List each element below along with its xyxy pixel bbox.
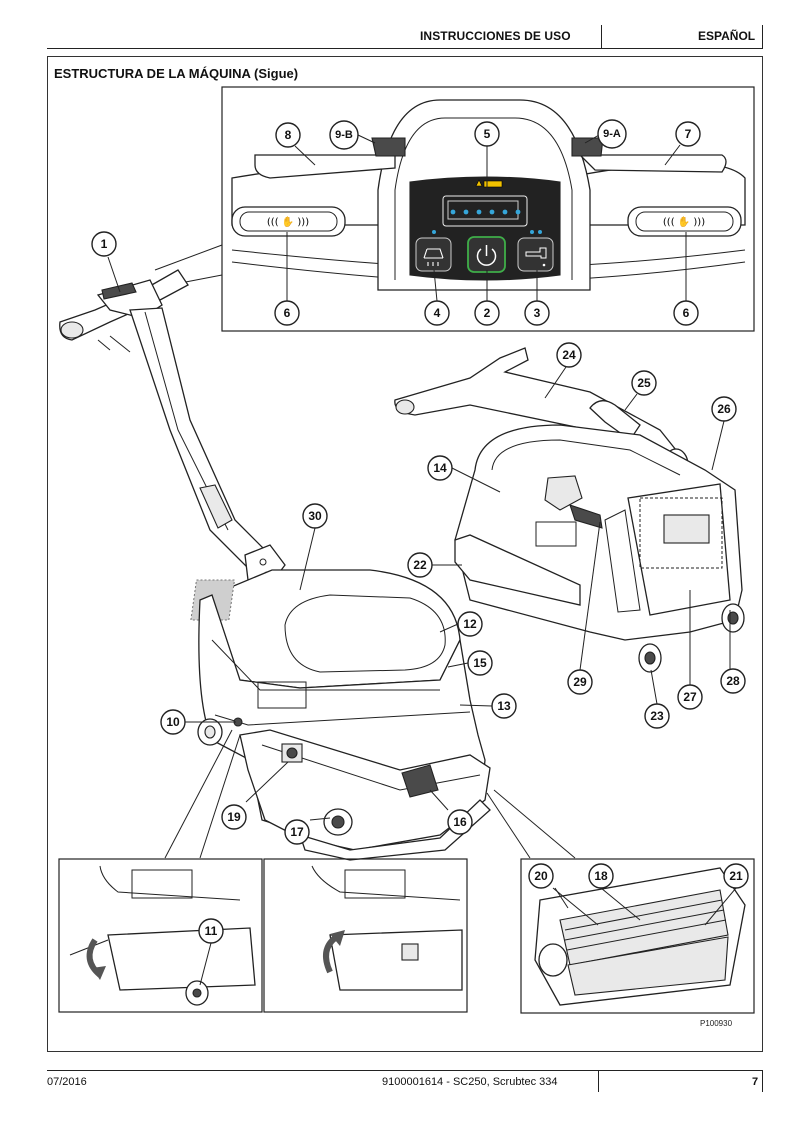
callout-26: 26 — [711, 396, 737, 422]
callout-17: 17 — [284, 819, 310, 845]
callout-7: 7 — [675, 121, 701, 147]
callout-28: 28 — [720, 668, 746, 694]
callout-19: 19 — [221, 804, 247, 830]
svg-text:5: 5 — [484, 127, 491, 141]
svg-text:8: 8 — [285, 128, 292, 142]
callout-15: 15 — [467, 650, 493, 676]
header-right-tick — [762, 25, 763, 49]
callout-13: 13 — [491, 693, 517, 719]
svg-text:2: 2 — [484, 306, 491, 320]
callout-9a: 9-A — [597, 119, 627, 149]
hand-sensor-left: ((( ✋ ))) — [231, 206, 346, 237]
callout-20: 20 — [528, 863, 554, 889]
callout-11: 11 — [198, 918, 224, 944]
footer-rule — [47, 1070, 763, 1071]
callout-22: 22 — [407, 552, 433, 578]
inset-drain-raised — [263, 858, 468, 1013]
callout-1: 1 — [91, 231, 117, 257]
header-language: ESPAÑOL — [698, 29, 756, 43]
callout-14: 14 — [427, 455, 453, 481]
callout-6-right: 6 — [673, 300, 699, 326]
callout-4: 4 — [424, 300, 450, 326]
brush-icon — [423, 248, 444, 266]
hand-sensor-icon: ((( ✋ ))) — [663, 215, 705, 228]
brush-button[interactable] — [415, 237, 452, 272]
svg-text:29: 29 — [573, 675, 587, 689]
footer-document: 9100001614 - SC250, Scrubtec 334 — [382, 1076, 558, 1088]
power-icon — [476, 245, 497, 266]
svg-text:15: 15 — [473, 656, 487, 670]
svg-text:1: 1 — [101, 237, 108, 251]
callout-29: 29 — [567, 669, 593, 695]
svg-text:20: 20 — [534, 869, 548, 883]
svg-text:4: 4 — [434, 306, 441, 320]
callout-9b: 9-B — [329, 120, 359, 150]
svg-text:14: 14 — [433, 461, 447, 475]
header-divider — [601, 25, 602, 48]
machine-main-view — [59, 256, 576, 861]
svg-text:26: 26 — [717, 402, 731, 416]
svg-text:12: 12 — [463, 617, 477, 631]
svg-text:3: 3 — [534, 306, 541, 320]
power-button[interactable] — [467, 236, 506, 273]
led-indicators — [432, 209, 542, 234]
svg-text:11: 11 — [205, 924, 218, 938]
page-title: ESTRUCTURA DE LA MÁQUINA (Sigue) — [54, 66, 299, 81]
callout-12: 12 — [457, 611, 483, 637]
callout-21: 21 — [723, 863, 749, 889]
callout-5: 5 — [474, 121, 500, 147]
svg-text:6: 6 — [284, 306, 291, 320]
callout-2: 2 — [474, 300, 500, 326]
hand-sensor-right: ((( ✋ ))) — [627, 206, 742, 237]
water-faucet-icon — [525, 247, 547, 267]
svg-text:6: 6 — [683, 306, 690, 320]
callout-18: 18 — [588, 863, 614, 889]
callout-23: 23 — [644, 703, 670, 729]
callout-24: 24 — [556, 342, 582, 368]
svg-text:23: 23 — [650, 709, 664, 723]
svg-text:7: 7 — [685, 127, 692, 141]
header-rule — [47, 48, 763, 49]
svg-text:21: 21 — [729, 869, 743, 883]
svg-text:25: 25 — [637, 376, 651, 390]
svg-text:30: 30 — [308, 509, 322, 523]
svg-text:22: 22 — [413, 558, 427, 572]
footer-divider — [598, 1070, 599, 1092]
callout-30: 30 — [302, 503, 328, 529]
machine-rear-view — [394, 347, 745, 705]
figure-frame — [47, 56, 763, 1052]
svg-text:9-B: 9-B — [335, 129, 353, 141]
callout-3: 3 — [524, 300, 550, 326]
svg-text:10: 10 — [166, 715, 180, 729]
svg-text:19: 19 — [227, 810, 241, 824]
footer-date: 07/2016 — [47, 1076, 87, 1088]
svg-text:9-A: 9-A — [603, 128, 621, 140]
svg-text:16: 16 — [453, 815, 467, 829]
svg-text:17: 17 — [290, 825, 304, 839]
callout-16: 16 — [447, 809, 473, 835]
callout-25: 25 — [631, 370, 657, 396]
svg-text:27: 27 — [683, 690, 697, 704]
water-button[interactable] — [517, 237, 554, 272]
inset-brush-area — [520, 858, 755, 1014]
svg-text:13: 13 — [497, 699, 511, 713]
callout-10: 10 — [160, 709, 186, 735]
svg-text:24: 24 — [562, 348, 576, 362]
callout-8: 8 — [275, 122, 301, 148]
inset-drain-lowered — [58, 858, 263, 1013]
hand-sensor-icon: ((( ✋ ))) — [267, 215, 309, 228]
svg-text:18: 18 — [594, 869, 608, 883]
svg-text:28: 28 — [726, 674, 740, 688]
callout-6-left: 6 — [274, 300, 300, 326]
page-number: 7 — [752, 1076, 759, 1088]
callout-27: 27 — [677, 684, 703, 710]
header-section: INSTRUCCIONES DE USO — [420, 29, 571, 43]
warning-icon — [475, 179, 503, 188]
figure-code: P100930 — [700, 1019, 733, 1028]
control-panel-detail: ((( ✋ ))) ((( ✋ ))) — [221, 86, 755, 332]
footer-right-tick — [762, 1070, 763, 1092]
